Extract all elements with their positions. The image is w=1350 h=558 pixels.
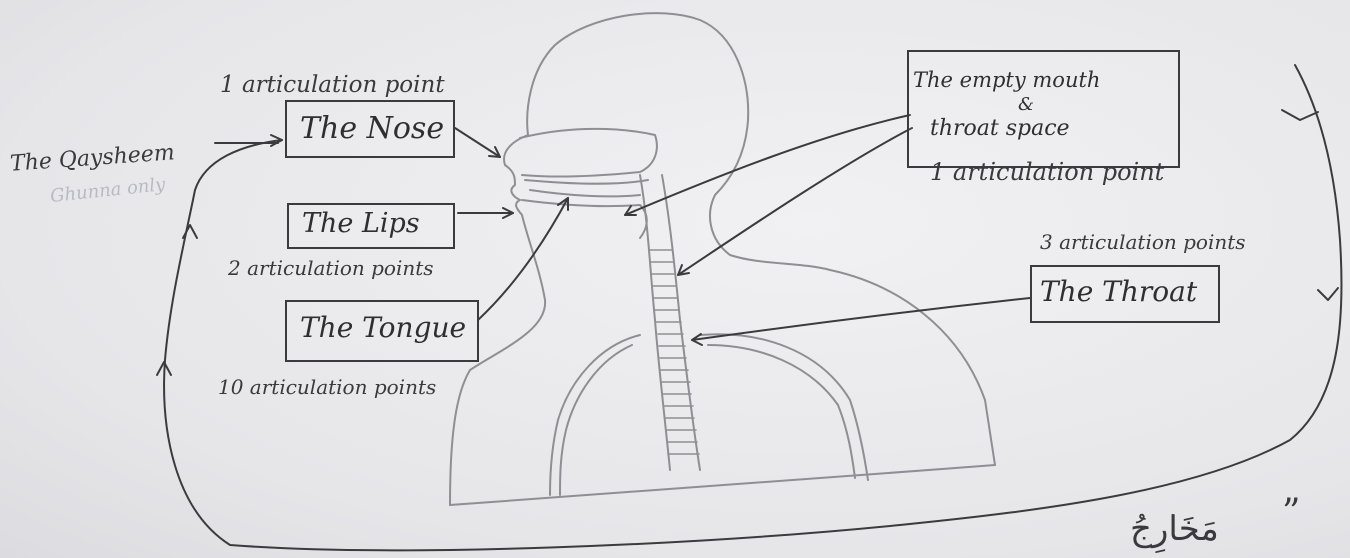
nasal-cavity — [520, 129, 657, 177]
nose-note: 1 articulation point — [220, 74, 445, 97]
empty-space-line1: The empty mouth — [913, 70, 1100, 91]
tongue-note: 10 articulation points — [218, 377, 436, 397]
lips-label: The Lips — [302, 210, 420, 237]
torso-baseline — [450, 465, 995, 505]
empty-space-line3: throat space — [930, 118, 1070, 140]
lung-outline — [700, 334, 868, 480]
empty-space-line2: & — [1018, 96, 1034, 114]
arabic-title: مَخَارِجُ — [1130, 512, 1219, 546]
empty-space-note: 1 articulation point — [930, 160, 1164, 184]
tongue-label: The Tongue — [300, 314, 466, 342]
quote-mark: ” — [1282, 495, 1300, 531]
lips-note: 2 articulation points — [228, 258, 434, 278]
nose-label: The Nose — [300, 114, 444, 144]
mouth-cavity — [522, 200, 647, 238]
throat-note: 3 articulation points — [1040, 232, 1246, 252]
throat-label: The Throat — [1040, 278, 1197, 306]
